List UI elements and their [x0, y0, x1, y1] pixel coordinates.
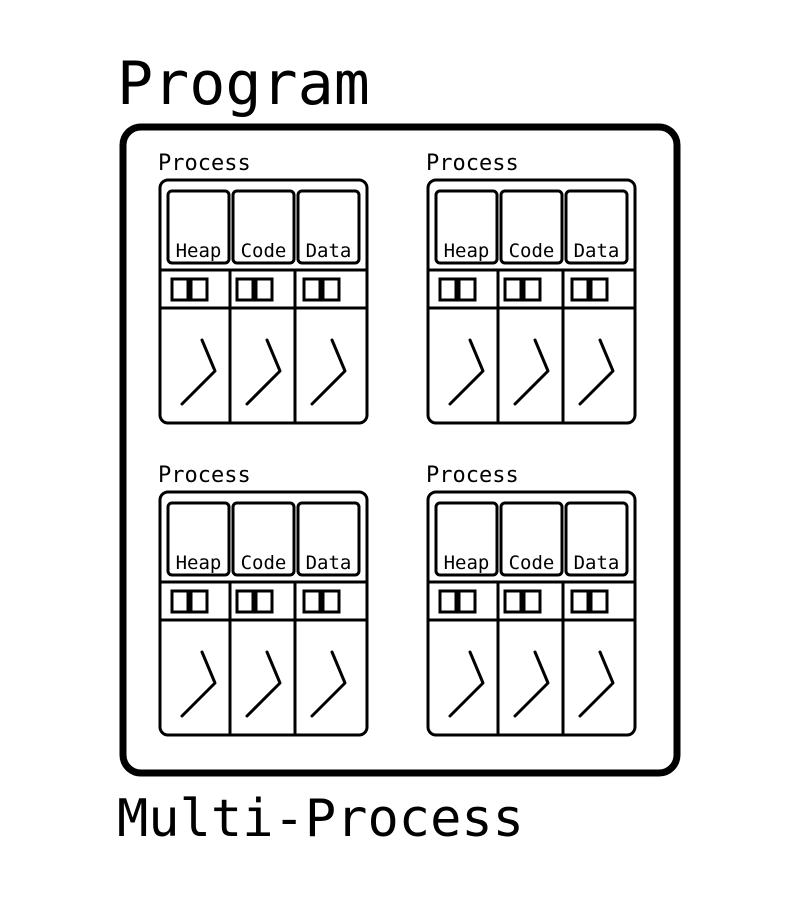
register-icon [457, 277, 477, 302]
register-icon [570, 277, 590, 302]
register-icon [302, 589, 322, 614]
register-icon [254, 277, 274, 302]
register-icon [170, 589, 190, 614]
thread-icon [578, 650, 615, 718]
memory-segment-label: Data [574, 552, 620, 574]
register-icon [254, 589, 274, 614]
process-label: Process [426, 151, 519, 176]
register-icon [522, 589, 542, 614]
process-frame [158, 178, 369, 425]
register-icon [522, 277, 542, 302]
register-icon [589, 589, 609, 614]
register-icon [503, 277, 523, 302]
register-icon [438, 277, 458, 302]
process-label: Process [426, 463, 519, 488]
memory-segment-box [564, 189, 629, 265]
thread-icon [513, 338, 550, 406]
memory-segment-box [231, 189, 296, 265]
process-frame [426, 178, 637, 425]
thread-icon [245, 338, 282, 406]
register-icon [170, 277, 190, 302]
register-icon [302, 277, 322, 302]
process-label: Process [158, 151, 251, 176]
memory-segment-box [296, 501, 361, 577]
memory-segment-label: Heap [444, 552, 490, 574]
register-icon [457, 589, 477, 614]
multi-process-caption: Multi-Process [117, 789, 524, 849]
thread-icon [180, 338, 217, 406]
register-icon [235, 589, 255, 614]
memory-segment-box [434, 501, 499, 577]
memory-segment-box [166, 189, 231, 265]
program-title: Program [117, 49, 370, 119]
register-icon [570, 589, 590, 614]
memory-segment-box [564, 501, 629, 577]
memory-segment-label: Code [241, 240, 287, 262]
memory-segment-box [166, 501, 231, 577]
memory-segment-label: Heap [176, 240, 222, 262]
register-icon [189, 277, 209, 302]
memory-segment-label: Data [306, 240, 352, 262]
register-icon [503, 589, 523, 614]
memory-segment-label: Code [241, 552, 287, 574]
memory-segment-box [434, 189, 499, 265]
register-icon [438, 589, 458, 614]
memory-segment-label: Code [509, 240, 555, 262]
thread-icon [310, 338, 347, 406]
memory-segment-box [499, 501, 564, 577]
register-icon [321, 277, 341, 302]
thread-icon [310, 650, 347, 718]
memory-segment-label: Data [574, 240, 620, 262]
memory-segment-label: Heap [444, 240, 490, 262]
memory-segment-label: Data [306, 552, 352, 574]
register-icon [235, 277, 255, 302]
memory-segment-box [296, 189, 361, 265]
register-icon [321, 589, 341, 614]
thread-icon [180, 650, 217, 718]
process-label: Process [158, 463, 251, 488]
memory-segment-box [231, 501, 296, 577]
process-frame [158, 490, 369, 737]
register-icon [189, 589, 209, 614]
register-icon [589, 277, 609, 302]
thread-icon [245, 650, 282, 718]
thread-icon [448, 650, 485, 718]
thread-icon [448, 338, 485, 406]
thread-icon [578, 338, 615, 406]
memory-segment-label: Heap [176, 552, 222, 574]
memory-segment-box [499, 189, 564, 265]
process-frame [426, 490, 637, 737]
thread-icon [513, 650, 550, 718]
memory-segment-label: Code [509, 552, 555, 574]
program-container [119, 123, 681, 777]
